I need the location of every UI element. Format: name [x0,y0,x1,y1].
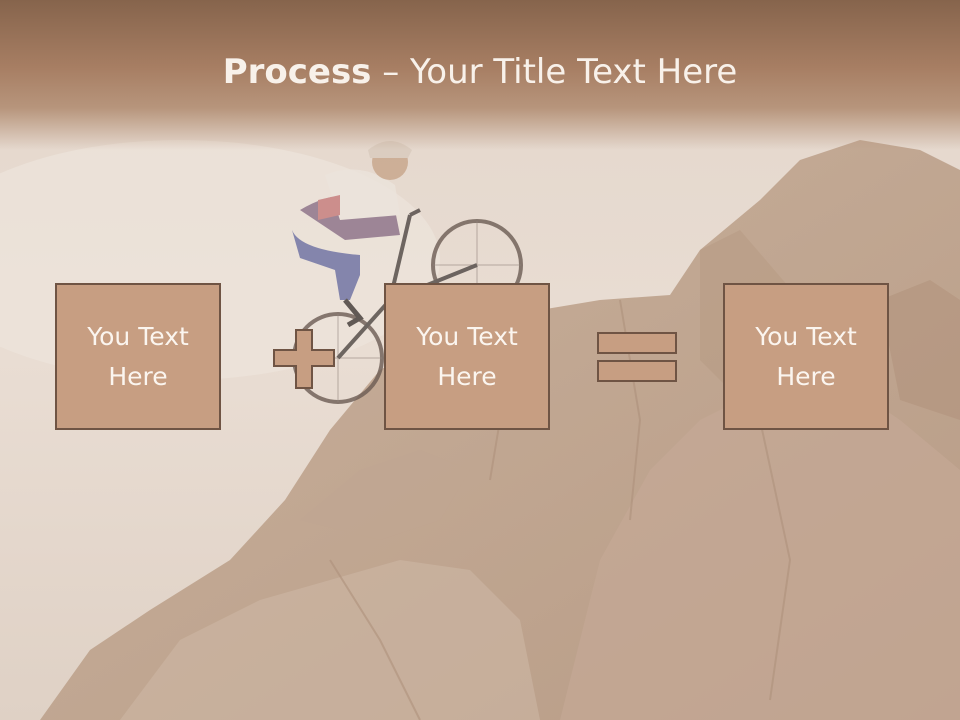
process-box-3[interactable]: You Text Here [723,283,889,430]
slide-title: Process – Your Title Text Here [0,52,960,92]
equals-icon [597,332,677,382]
process-box-1[interactable]: You Text Here [55,283,221,430]
process-box-2[interactable]: You Text Here [384,283,550,430]
plus-icon [273,329,335,389]
title-band [0,0,960,150]
process-box-2-text: You Text Here [416,321,518,391]
title-rest: – Your Title Text Here [371,52,738,92]
title-bold: Process [222,52,372,92]
process-box-1-text: You Text Here [87,321,189,391]
process-box-3-text: You Text Here [755,321,857,391]
